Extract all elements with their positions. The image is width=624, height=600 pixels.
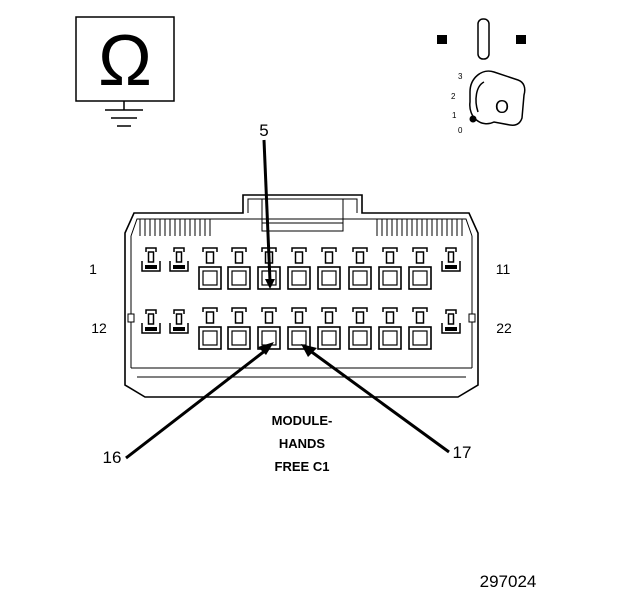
terminal-cavity-pin-8 xyxy=(348,247,372,290)
ignition-position-3: 3 xyxy=(458,72,463,81)
terminal-cavity-pin-9 xyxy=(378,247,402,290)
terminal-latch-pin-13 xyxy=(169,309,189,334)
terminal-cavity-pin-7 xyxy=(317,247,341,290)
terminal-cavity-pin-21 xyxy=(408,307,432,350)
ohm-symbol: Ω xyxy=(98,21,152,101)
connector-name-line-2: HANDS xyxy=(279,436,326,451)
terminal-cavity-pin-18 xyxy=(317,307,341,350)
callout-5: 5 xyxy=(259,121,268,140)
terminal-cavity-pin-15 xyxy=(227,307,251,350)
ohmmeter-icon: Ω xyxy=(75,16,175,127)
pin-number-12: 12 xyxy=(91,320,107,336)
connector-name-line-1: MODULE- xyxy=(272,413,333,428)
callout-17: 17 xyxy=(453,443,472,462)
ignition-position-2: 2 xyxy=(451,92,456,101)
terminal-latch-pin-1 xyxy=(141,247,161,272)
terminal-cavity-pin-19 xyxy=(348,307,372,350)
figure-number: 297024 xyxy=(480,572,537,591)
connector-body xyxy=(124,194,479,398)
ignition-switch-icon: O 3 2 1 0 xyxy=(437,18,526,135)
connector-name-line-3: FREE C1 xyxy=(275,459,330,474)
terminal-cavity-pin-4 xyxy=(227,247,251,290)
ignition-key-label: O xyxy=(495,97,509,117)
terminal-cavity-pin-20 xyxy=(378,307,402,350)
pin-number-1: 1 xyxy=(89,261,97,277)
terminal-cavity-pin-3 xyxy=(198,247,222,290)
pin-number-11: 11 xyxy=(496,261,511,277)
terminal-cavity-pin-16 xyxy=(257,307,281,350)
ignition-position-1: 1 xyxy=(452,111,457,120)
terminal-cavity-pin-10 xyxy=(408,247,432,290)
pin-number-22: 22 xyxy=(496,320,512,336)
terminal-latch-pin-12 xyxy=(141,309,161,334)
terminal-cavity-pin-6 xyxy=(287,247,311,290)
terminal-cavity-pin-17 xyxy=(287,307,311,350)
callout-16: 16 xyxy=(103,448,122,467)
ignition-position-0: 0 xyxy=(458,126,463,135)
terminal-latch-pin-11 xyxy=(441,247,461,272)
terminal-latch-pin-2 xyxy=(169,247,189,272)
terminal-latch-pin-22 xyxy=(441,309,461,334)
terminal-cavity-pin-14 xyxy=(198,307,222,350)
callout-leaders xyxy=(125,139,450,460)
